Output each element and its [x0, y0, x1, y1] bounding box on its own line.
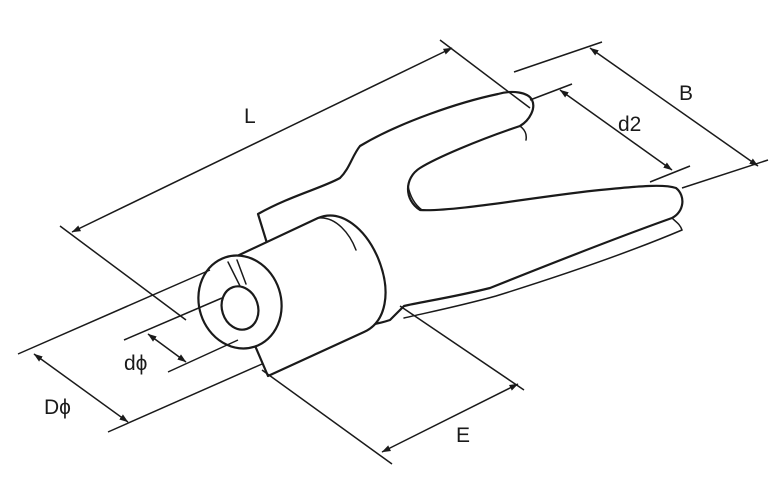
dim-b-ext-top [513, 41, 603, 73]
label-e: E [456, 424, 470, 447]
dimension-b: B [513, 41, 769, 189]
dim-dphi-line [147, 333, 187, 363]
dim-Dphi-line [33, 353, 129, 423]
dim-d2-ext-bottom [649, 165, 691, 183]
fork-edge-lower [403, 217, 683, 319]
dim-e-ext-left [261, 369, 393, 465]
dim-l-line [71, 47, 453, 233]
barrel-slit-2 [236, 259, 247, 285]
dimension-d-phi: dϕ [123, 297, 239, 375]
dim-e-ext-right [399, 305, 525, 391]
dim-Dphi-ext-bottom [107, 363, 263, 433]
dim-Dphi-ext-top [17, 269, 211, 355]
dim-d2-line [559, 89, 673, 171]
dimension-l: L [59, 39, 531, 321]
dimension-big-d-phi: Dϕ [17, 269, 263, 433]
dim-dphi-ext-top [123, 297, 223, 341]
dim-e-line [381, 383, 519, 453]
dim-l-ext-left [59, 225, 187, 321]
barrel-bore [220, 285, 260, 331]
dimension-e: E [261, 305, 525, 465]
label-b: B [679, 82, 693, 105]
dim-d2-ext-top [529, 83, 573, 101]
fork-edge-upper [519, 125, 527, 141]
label-l: L [244, 105, 256, 128]
dim-dphi-ext-bottom [167, 339, 239, 373]
dim-l-ext-right [439, 39, 531, 109]
label-big-d-phi: Dϕ [44, 396, 71, 419]
barrel-slit [227, 261, 241, 287]
dim-b-line [589, 47, 759, 167]
label-d-phi: dϕ [124, 352, 147, 375]
dimension-d2: d2 [529, 83, 691, 183]
terminal-body [197, 90, 684, 378]
label-d2: d2 [618, 113, 641, 136]
